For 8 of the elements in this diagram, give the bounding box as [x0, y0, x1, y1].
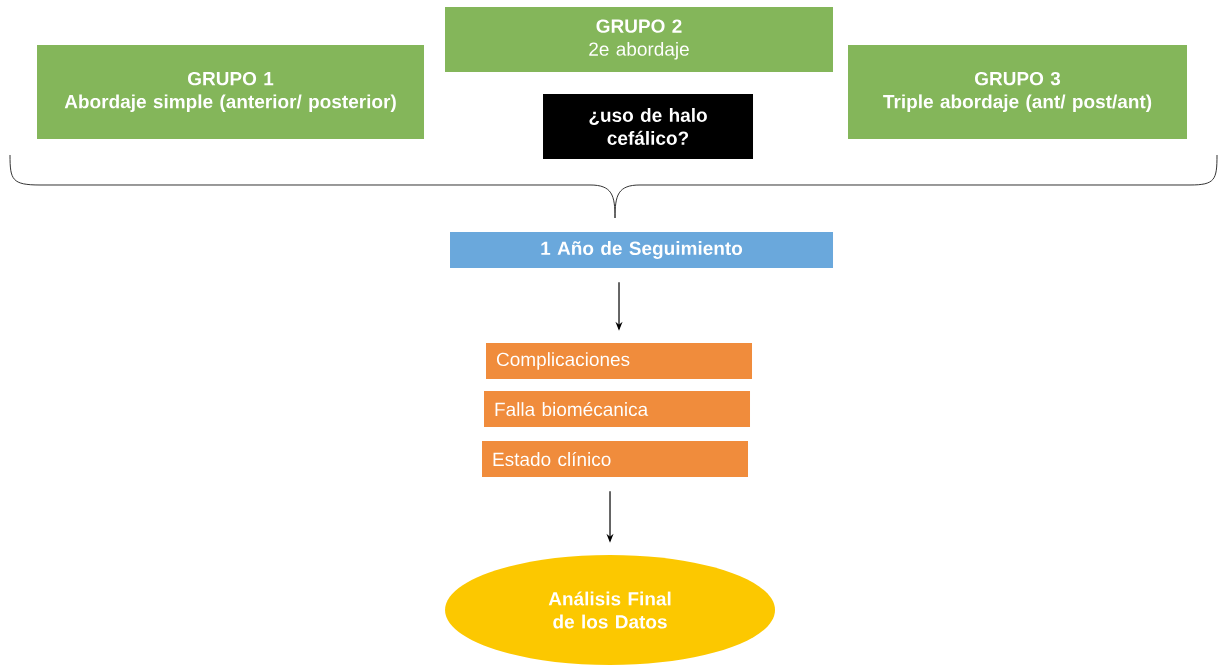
group-box: GRUPO 3 Triple abordaje (ant/ post/ant) — [848, 45, 1187, 139]
outcome-box: Falla biomécanica — [484, 391, 750, 427]
group-box: GRUPO 1 Abordaje simple (anterior/ posterior) — [37, 45, 424, 139]
outcome-box: Estado clínico — [482, 441, 748, 477]
group-box: GRUPO 2 2e abordaje — [445, 7, 833, 72]
process-box: 1 Año de Seguimiento — [450, 232, 833, 268]
process-box: ¿uso de halo cefálico? — [543, 94, 753, 159]
outcome-box: Complicaciones — [486, 343, 752, 379]
